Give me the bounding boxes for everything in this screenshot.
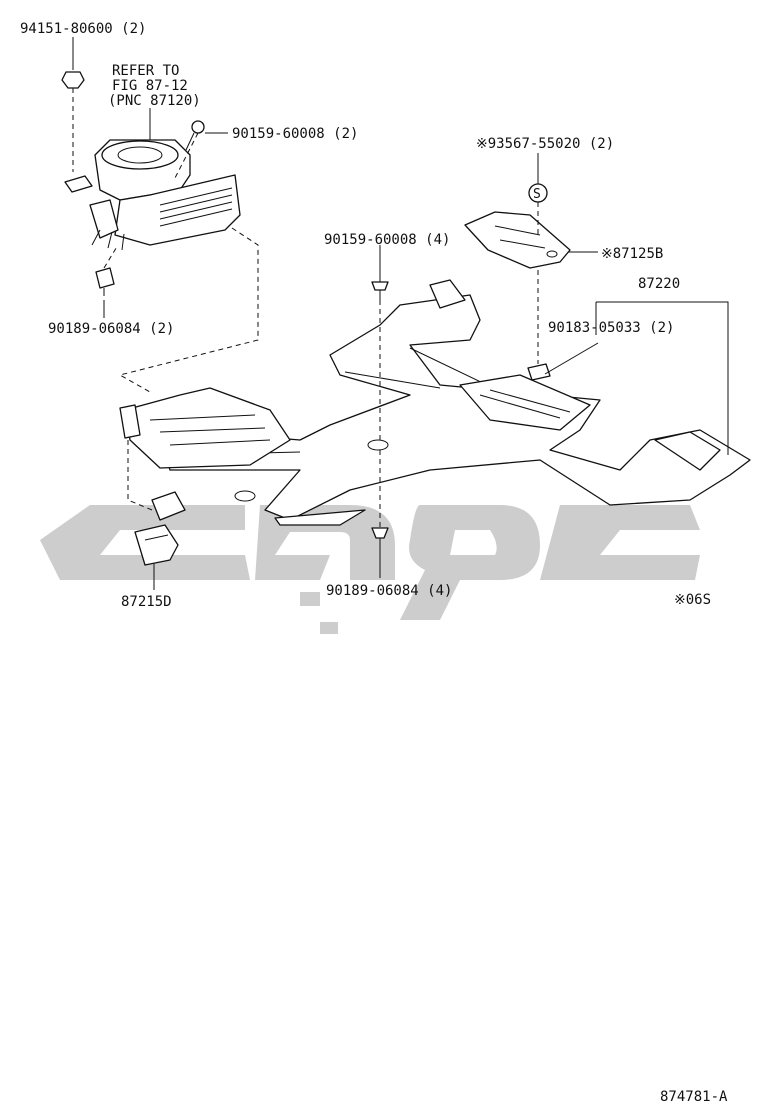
cover-87125B [464, 211, 571, 269]
label-refer-to-line2: FIG 87-12 [112, 78, 188, 94]
watermark-logo [40, 505, 700, 634]
nut-94151 [61, 71, 85, 89]
label-87220: 87220 [638, 276, 680, 292]
guide-lines [72, 88, 539, 528]
label-90183-05033: 90183-05033 (2) [548, 320, 674, 336]
s-mark: S [528, 183, 548, 203]
duct-left-section [119, 387, 291, 469]
blower-assembly [64, 139, 241, 251]
screw-90189-left [95, 267, 115, 296]
screw-90159-top [185, 120, 205, 151]
screw-90189-bottom [371, 527, 389, 548]
label-90189-06084-bottom: 90189-06084 (4) [326, 583, 452, 599]
s-mark-text: S [533, 187, 541, 202]
label-refer-to-line3: (PNC 87120) [108, 93, 201, 109]
diagram-id: 874781-A [660, 1089, 728, 1105]
leader-lines [72, 37, 729, 590]
label-87125B: ※87125B [601, 246, 663, 262]
label-90189-06084-left: 90189-06084 (2) [48, 321, 174, 337]
clip-90183 [527, 363, 551, 381]
label-94151-80600: 94151-80600 (2) [20, 21, 146, 37]
label-refer-to-line1: REFER TO [112, 63, 179, 79]
label-87215D: 87215D [121, 594, 172, 610]
screw-90159-mid [371, 281, 389, 300]
label-90159-60008-mid: 90159-60008 (4) [324, 232, 450, 248]
clip-87215D [134, 491, 186, 566]
label-93567-55020: ※93567-55020 (2) [476, 136, 614, 152]
label-06s-note: ※06S [674, 592, 711, 608]
label-90159-60008-top: 90159-60008 (2) [232, 126, 358, 142]
